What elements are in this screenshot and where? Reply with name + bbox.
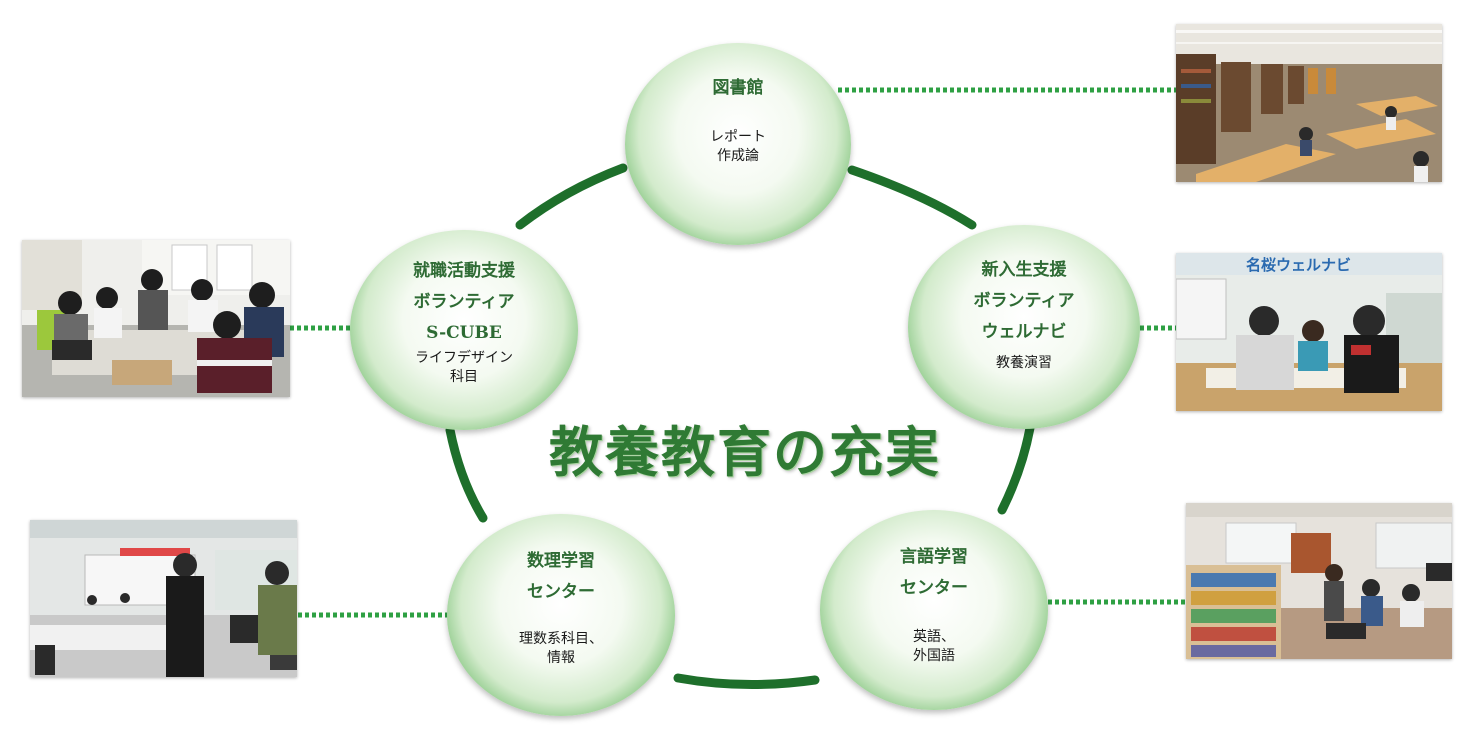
node-library-title: 図書館 xyxy=(625,73,851,104)
node-career-title-line: ボランティア xyxy=(413,292,515,312)
node-career-sub: ライフデザイン 科目 xyxy=(350,349,578,387)
node-language-sub: 英語、 外国語 xyxy=(820,628,1048,666)
node-library-sub: レポート 作成論 xyxy=(625,128,851,166)
node-newstudent-sub-line: 教養演習 xyxy=(996,355,1052,371)
node-newstudent-title-line: ウェルナビ xyxy=(981,322,1067,342)
node-library: 図書館 レポート 作成論 xyxy=(625,43,851,245)
newstudent-photo: 名桜ウェルナビ xyxy=(1176,253,1442,411)
node-newstudent-sub: 教養演習 xyxy=(908,354,1140,373)
node-career-sub-line: ライフデザイン xyxy=(415,350,513,366)
node-newstudent: 新入生支援 ボランティア ウェルナビ 教養演習 xyxy=(908,225,1140,429)
node-career-sub-line: 科目 xyxy=(450,369,478,385)
node-language-sub-line: 外国語 xyxy=(913,648,955,664)
node-library-title-line: 図書館 xyxy=(712,78,764,98)
node-newstudent-title: 新入生支援 ボランティア ウェルナビ xyxy=(908,255,1140,348)
ring-arc-math-career xyxy=(445,425,488,523)
node-career-title: 就職活動支援 ボランティア S-CUBE xyxy=(350,256,578,349)
career-photo xyxy=(22,240,290,397)
ring-arc-library-newstudent xyxy=(847,165,977,230)
main-title: 教養教育の充実 xyxy=(549,420,941,484)
node-math-sub-line: 理数系科目、 xyxy=(519,631,603,647)
ring-arc-language-math xyxy=(673,673,820,690)
node-math: 数理学習 センター 理数系科目、 情報 xyxy=(447,514,675,716)
library-photo xyxy=(1176,24,1442,182)
welnavi-sign-text: 名桜ウェルナビ xyxy=(1246,256,1351,274)
node-career: 就職活動支援 ボランティア S-CUBE ライフデザイン 科目 xyxy=(350,230,578,430)
node-library-sub-line: 作成論 xyxy=(717,148,759,164)
node-library-sub-line: レポート xyxy=(710,129,766,145)
node-math-sub-line: 情報 xyxy=(547,650,575,666)
node-math-title-line: センター xyxy=(527,582,595,602)
node-language-title: 言語学習 センター xyxy=(820,542,1048,604)
node-language-sub-line: 英語、 xyxy=(913,629,955,645)
node-math-sub: 理数系科目、 情報 xyxy=(447,630,675,668)
ring-arc-newstudent-language xyxy=(997,423,1035,515)
node-language-title-line: センター xyxy=(900,578,968,598)
node-career-title-line: S-CUBE xyxy=(426,323,502,343)
node-language-title-line: 言語学習 xyxy=(900,547,968,567)
node-newstudent-title-line: 新入生支援 xyxy=(981,260,1067,280)
ring-arc-career-library xyxy=(515,163,628,230)
node-math-title: 数理学習 センター xyxy=(447,546,675,608)
math-photo xyxy=(30,520,297,677)
node-career-title-line: 就職活動支援 xyxy=(413,261,515,281)
language-photo xyxy=(1186,503,1452,659)
node-math-title-line: 数理学習 xyxy=(527,551,595,571)
node-newstudent-title-line: ボランティア xyxy=(973,291,1075,311)
node-language: 言語学習 センター 英語、 外国語 xyxy=(820,510,1048,710)
